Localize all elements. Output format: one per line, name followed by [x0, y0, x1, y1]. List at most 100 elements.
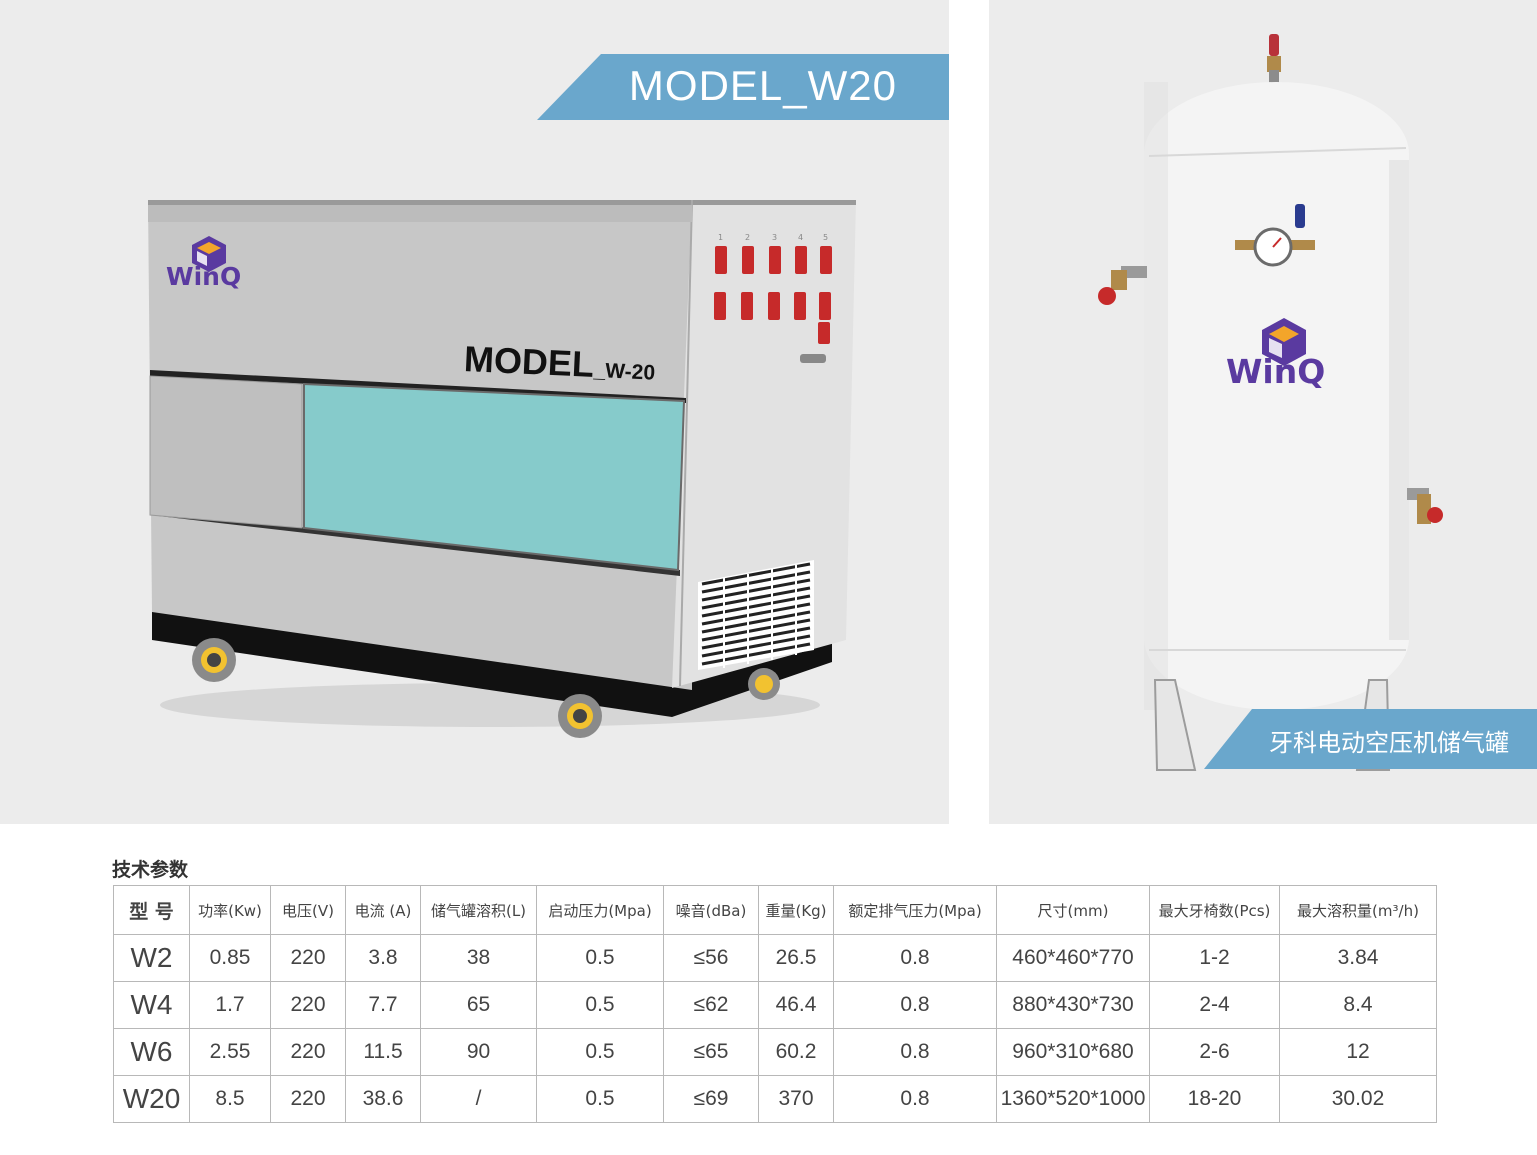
cell-current: 3.8 — [345, 934, 421, 982]
machine-teal-window — [303, 382, 686, 572]
cell-max-chairs: 2-6 — [1149, 1028, 1280, 1076]
tank-shade-right — [1389, 160, 1409, 640]
header-noise: 噪音(dBa) — [663, 885, 759, 935]
connector-plug — [800, 354, 826, 363]
pressure-gauge — [1235, 204, 1315, 267]
header-power: 功率(Kw) — [189, 885, 271, 935]
switch-row-2 — [714, 292, 831, 320]
cell-weight: 370 — [758, 1075, 834, 1123]
tank-seam-top — [1148, 147, 1407, 157]
cell-size: 1360*520*1000 — [996, 1075, 1150, 1123]
svg-text:2: 2 — [745, 233, 750, 242]
header-max-volume: 最大溶积量(m³/h) — [1279, 885, 1437, 935]
cell-noise: ≤62 — [663, 981, 759, 1029]
switch-panel: 1 2 3 4 5 — [714, 233, 832, 363]
cell-noise: ≤65 — [663, 1028, 759, 1076]
model-banner: MODEL_W20 — [537, 54, 949, 120]
cell-start-pressure: 0.5 — [536, 981, 664, 1029]
machine-logo-text: WinQ — [166, 262, 242, 291]
safety-valve — [1267, 34, 1281, 86]
tank-body — [1144, 82, 1409, 710]
side-valve-right — [1407, 488, 1443, 524]
wheel-front-right — [558, 694, 602, 738]
header-voltage: 电压(V) — [270, 885, 346, 935]
machine-base — [152, 610, 832, 717]
tank-caption-banner: 牙科电动空压机储气罐 — [1204, 709, 1537, 769]
cell-tank-volume: / — [420, 1075, 537, 1123]
cell-tank-volume: 65 — [420, 981, 537, 1029]
cell-start-pressure: 0.5 — [536, 1028, 664, 1076]
cell-noise: ≤69 — [663, 1075, 759, 1123]
cell-max-chairs: 2-4 — [1149, 981, 1280, 1029]
cell-size: 880*430*730 — [996, 981, 1150, 1029]
cell-rated-pressure: 0.8 — [833, 934, 997, 982]
cell-tank-volume: 38 — [420, 934, 537, 982]
vent-grille — [698, 560, 814, 670]
machine-top-edge — [148, 200, 856, 205]
header-weight: 重量(Kg) — [758, 885, 834, 935]
cell-model: W6 — [113, 1028, 190, 1076]
table-row: W6 2.55 220 11.5 90 0.5 ≤65 60.2 0.8 960… — [113, 1028, 1437, 1076]
cell-size: 460*460*770 — [996, 934, 1150, 982]
tank-caption-text: 牙科电动空压机储气罐 — [1269, 729, 1509, 757]
machine-corner-edge — [679, 199, 693, 687]
cell-start-pressure: 0.5 — [536, 934, 664, 982]
wheel-back-right — [748, 668, 780, 700]
header-model: 型 号 — [113, 885, 190, 935]
machine-top-slab — [148, 205, 692, 222]
cell-max-volume: 8.4 — [1279, 981, 1437, 1029]
cell-noise: ≤56 — [663, 934, 759, 982]
cell-rated-pressure: 0.8 — [833, 1075, 997, 1123]
machine-panel: 1 2 3 4 5 WinQ MODEL_W-20 MODEL_W20 — [0, 0, 949, 824]
svg-text:4: 4 — [798, 233, 803, 242]
machine-model-suffix: _W-20 — [593, 358, 656, 385]
tank-logo-text: WinQ — [1226, 352, 1326, 391]
cell-max-volume: 30.02 — [1279, 1075, 1437, 1123]
cell-voltage: 220 — [270, 934, 346, 982]
header-tank-volume: 储气罐溶积(L) — [420, 885, 537, 935]
machine-model-label: MODEL_W-20 — [463, 338, 656, 389]
spec-header-row: 型 号 功率(Kw) 电压(V) 电流 (A) 储气罐溶积(L) 启动压力(Mp… — [113, 885, 1437, 935]
cell-weight: 46.4 — [758, 981, 834, 1029]
cell-rated-pressure: 0.8 — [833, 1028, 997, 1076]
header-size: 尺寸(mm) — [996, 885, 1150, 935]
cell-model: W4 — [113, 981, 190, 1029]
wheel-left — [192, 638, 236, 682]
spec-table: 型 号 功率(Kw) 电压(V) 电流 (A) 储气罐溶积(L) 启动压力(Mp… — [113, 885, 1437, 1123]
cell-current: 11.5 — [345, 1028, 421, 1076]
winq-logo-tank — [1262, 318, 1306, 366]
cell-size: 960*310*680 — [996, 1028, 1150, 1076]
machine-left-door — [149, 375, 303, 529]
cell-max-chairs: 1-2 — [1149, 934, 1280, 982]
header-start-pressure: 启动压力(Mpa) — [536, 885, 664, 935]
tank-panel: WinQ — [989, 0, 1537, 824]
svg-text:5: 5 — [823, 233, 828, 242]
model-banner-text: MODEL_W20 — [628, 62, 897, 109]
switch-single — [818, 322, 830, 344]
cell-weight: 60.2 — [758, 1028, 834, 1076]
cell-voltage: 220 — [270, 981, 346, 1029]
cell-model: W20 — [113, 1075, 190, 1123]
svg-text:3: 3 — [772, 233, 777, 242]
cell-power: 0.85 — [189, 934, 271, 982]
header-max-chairs: 最大牙椅数(Pcs) — [1149, 885, 1280, 935]
tank-shade-left — [1144, 82, 1168, 710]
cell-start-pressure: 0.5 — [536, 1075, 664, 1123]
cell-power: 8.5 — [189, 1075, 271, 1123]
air-tank-illustration — [1098, 34, 1443, 771]
switch-row-1 — [715, 246, 832, 274]
table-row: W2 0.85 220 3.8 38 0.5 ≤56 26.5 0.8 460*… — [113, 934, 1437, 982]
cell-voltage: 220 — [270, 1075, 346, 1123]
cell-current: 38.6 — [345, 1075, 421, 1123]
cell-power: 1.7 — [189, 981, 271, 1029]
cell-voltage: 220 — [270, 1028, 346, 1076]
svg-text:1: 1 — [718, 233, 723, 242]
winq-logo-machine — [192, 236, 226, 272]
cell-model: W2 — [113, 934, 190, 982]
table-row: W4 1.7 220 7.7 65 0.5 ≤62 46.4 0.8 880*4… — [113, 981, 1437, 1029]
compressor-machine-illustration: 1 2 3 4 5 — [148, 199, 856, 738]
cell-current: 7.7 — [345, 981, 421, 1029]
cell-max-volume: 12 — [1279, 1028, 1437, 1076]
cell-max-chairs: 18-20 — [1149, 1075, 1280, 1123]
cell-rated-pressure: 0.8 — [833, 981, 997, 1029]
